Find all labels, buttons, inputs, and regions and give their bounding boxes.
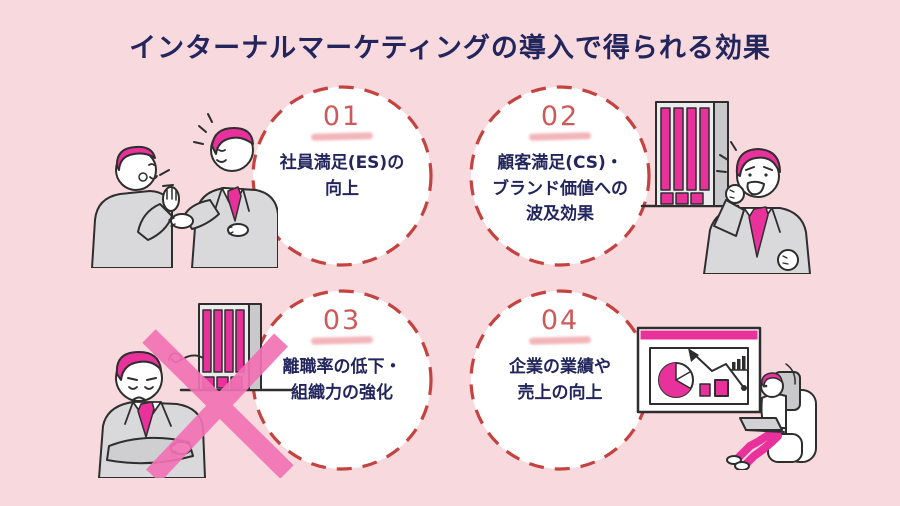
benefit-number: 04	[540, 305, 580, 336]
benefit-label: 企業の業績や 売上の向上	[509, 357, 611, 403]
presentation-charts-person-laptop-illustration	[636, 326, 817, 470]
dashed-circle-icon	[469, 85, 651, 267]
bar-chart-icon	[729, 356, 749, 371]
benefit-number: 03	[322, 305, 362, 336]
raised-fist-icon	[725, 184, 745, 204]
benefit-number: 01	[322, 101, 362, 132]
benefit-label: 顧客満足(CS)・ ブランド価値への 波及効果	[492, 153, 628, 225]
pie-chart-icon	[658, 362, 694, 398]
laptop-icon	[739, 417, 785, 433]
benefit-circle-01: 01 社員満足(ES)の 向上	[250, 84, 434, 268]
number-underline	[310, 336, 374, 345]
benefit-circle-02: 02 顧客満足(CS)・ ブランド価値への 波及効果	[468, 84, 652, 268]
benefit-circle-04: 04 企業の業績や 売上の向上	[468, 288, 652, 472]
benefit-label: 離職率の低下・ 組織力の強化	[282, 357, 402, 403]
presentation-board-icon	[636, 326, 762, 414]
dashed-circle-icon	[251, 85, 433, 267]
benefit-circle-03: 03 離職率の低下・ 組織力の強化	[250, 288, 434, 472]
benefit-number: 02	[540, 101, 580, 132]
dashed-circle-icon	[251, 289, 433, 471]
two-businessmen-conversation-illustration	[91, 113, 278, 268]
office-building-icon	[655, 101, 729, 207]
trend-arrow-icon	[688, 348, 747, 391]
office-building-cheering-businessman-illustration	[640, 101, 811, 274]
number-underline	[528, 132, 592, 141]
number-underline	[528, 336, 592, 345]
cross-mark-icon	[142, 329, 293, 478]
raised-hand-icon	[162, 186, 180, 212]
number-underline	[310, 132, 374, 141]
open-hand-icon	[168, 213, 194, 229]
page-title: インターナルマーケティングの導入で得られる効果	[129, 33, 771, 64]
benefit-label: 社員満足(ES)の 向上	[279, 153, 405, 199]
sad-employee-crossed-out-building-illustration	[98, 303, 293, 478]
